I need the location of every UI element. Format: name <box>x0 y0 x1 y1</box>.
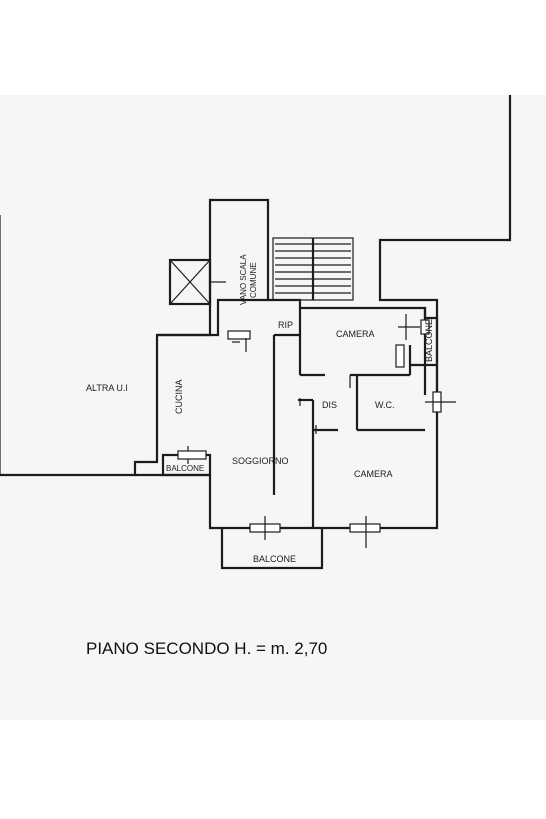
elevator-shaft <box>168 258 226 306</box>
window-camera-bottom <box>349 523 381 533</box>
plan-title: PIANO SECONDO H. = m. 2,70 <box>86 639 327 658</box>
label-balcone-left: BALCONE <box>166 464 204 473</box>
label-soggiorno: SOGGIORNO <box>232 456 289 466</box>
balcone-bottom <box>220 528 324 570</box>
window-cucina <box>227 330 251 340</box>
label-vano-scala: VANO SCALA <box>239 254 248 305</box>
window-balcone-left <box>177 450 207 460</box>
door-balcone-right <box>395 344 405 368</box>
room-labels: ALTRA U.I VANO SCALA COMUNE CUCINA RIP C… <box>86 254 434 564</box>
label-balcone-right: BALCONE <box>424 319 434 362</box>
label-cucina: CUCINA <box>174 379 184 414</box>
label-comune: COMUNE <box>249 262 258 298</box>
label-wc: W.C. <box>375 400 395 410</box>
label-dis: DIS <box>322 400 337 410</box>
label-altra-ui: ALTRA U.I <box>86 383 128 393</box>
balcone-bottom-box <box>220 528 324 570</box>
label-camera-top: CAMERA <box>336 329 375 339</box>
stairwell <box>272 237 354 301</box>
interior-walls <box>272 308 425 528</box>
window-camera-top <box>420 319 430 335</box>
windows <box>177 314 456 548</box>
neighbour-right-outline <box>378 95 512 395</box>
label-rip: RIP <box>278 320 293 330</box>
label-camera-bottom: CAMERA <box>354 469 393 479</box>
label-balcone-bottom: BALCONE <box>253 554 296 564</box>
